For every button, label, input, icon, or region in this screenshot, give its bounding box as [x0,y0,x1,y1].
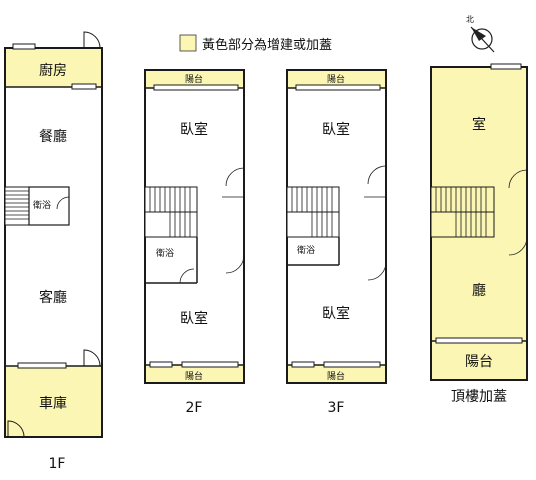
floor-3f: 陽台 臥室 衛浴 臥室 陽台 [286,69,387,384]
floor-caption-3f: 3F [328,400,345,416]
room-label: 臥室 [180,310,208,327]
legend-swatch [179,34,197,52]
room-label: 衛浴 [156,247,174,259]
room-label: 陽台 [327,73,345,85]
room-label: 臥室 [322,121,350,138]
floor-caption-2f: 2F [186,400,203,416]
room-label: 客廳 [39,289,67,306]
room-label: 餐廳 [39,128,67,145]
room-label: 陽台 [465,354,493,370]
room-label: 車庫 [39,395,67,412]
room-label: 衛浴 [33,199,51,211]
room-label: 廳 [472,282,486,299]
floor-caption-roof: 頂樓加蓋 [451,389,507,405]
floor-1f: 廚房 餐廳 衛浴 客廳 車庫 [4,31,103,438]
room-label: 衛浴 [297,244,315,256]
room-label: 廚房 [39,62,67,79]
svg-text:北: 北 [466,15,474,24]
room-label: 臥室 [180,121,208,138]
north-arrow-icon: 北 [466,15,495,53]
floor-caption-1f: 1F [49,456,66,472]
room-label: 陽台 [185,73,203,85]
room-label: 陽台 [185,370,203,382]
floor-roof: 室 廳 陽台 [430,63,528,381]
room-label: 室 [472,116,486,133]
room-label: 臥室 [322,305,350,322]
room-label: 陽台 [327,370,345,382]
legend-text: 黃色部分為增建或加蓋 [202,37,332,53]
floor-2f: 陽台 臥室 衛浴 臥室 陽台 [144,69,245,384]
